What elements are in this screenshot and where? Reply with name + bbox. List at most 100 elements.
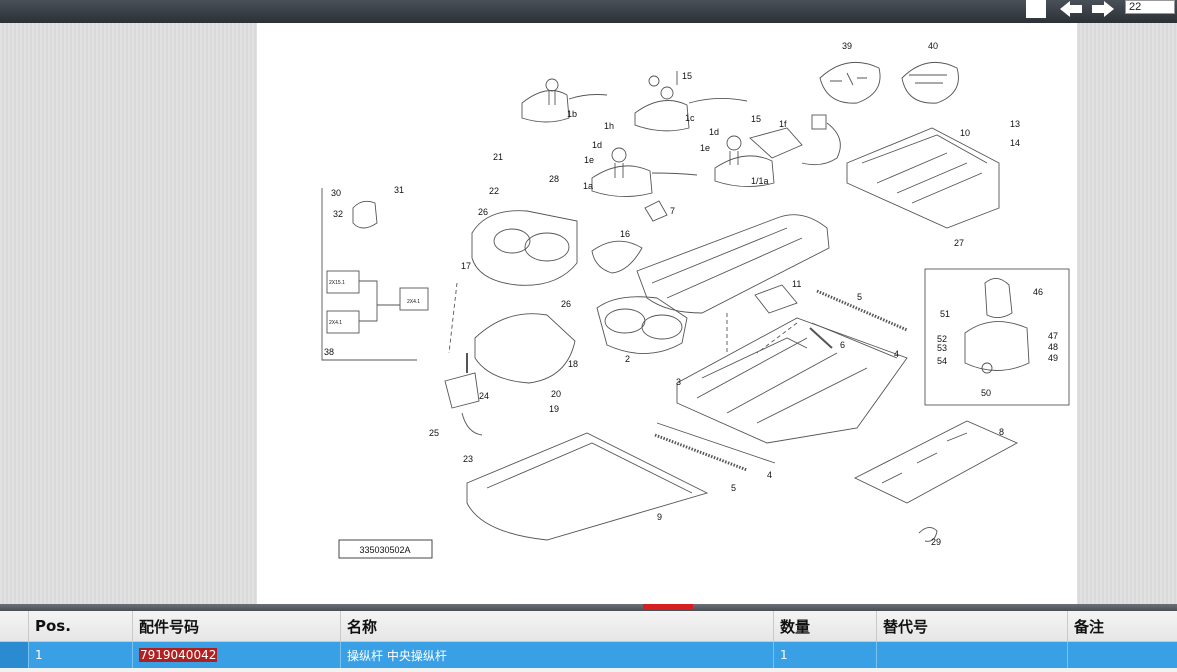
callout: 4 xyxy=(767,470,772,480)
callout: 48 xyxy=(1048,342,1058,352)
callout: 30 xyxy=(331,188,341,198)
column-header-remark[interactable]: 备注 xyxy=(1067,611,1177,641)
cell-part-number[interactable]: 7919040042 xyxy=(132,642,340,668)
callout: 10 xyxy=(960,128,970,138)
spring-5 xyxy=(816,289,908,332)
callout: 13 xyxy=(1010,119,1020,129)
column-header-pos[interactable]: Pos. xyxy=(28,611,132,641)
callout: 6 xyxy=(840,340,845,350)
callout: 11 xyxy=(792,279,801,289)
row-selector[interactable] xyxy=(0,642,28,668)
callout: 21 xyxy=(493,152,503,162)
arrow-left-icon[interactable] xyxy=(1058,0,1084,18)
page-number-input[interactable]: 22 xyxy=(1125,0,1175,14)
callout: 27 xyxy=(954,238,964,248)
block-2x15 xyxy=(326,270,360,294)
callout: 29 xyxy=(931,537,941,547)
callout: 25 xyxy=(429,428,439,438)
plate-11 xyxy=(754,284,798,314)
callout: 1b xyxy=(567,109,577,119)
cell-replacement[interactable] xyxy=(876,642,1067,668)
callout: 1a xyxy=(583,181,593,191)
connector-1f xyxy=(749,127,803,159)
cell-quantity[interactable]: 1 xyxy=(773,642,876,668)
decal-40 xyxy=(901,61,959,104)
joystick-1c xyxy=(634,100,690,132)
block-2x4 xyxy=(326,310,360,334)
row-selector-header xyxy=(0,611,28,641)
cover-18 xyxy=(474,313,576,384)
callout: 20 xyxy=(551,389,561,399)
callout: 4 xyxy=(894,349,899,359)
base-3 xyxy=(676,317,908,444)
callout: 19 xyxy=(549,404,559,414)
detail-box-46-54 xyxy=(924,268,1070,406)
callout: 1d xyxy=(592,140,602,150)
knob-7 xyxy=(644,200,668,222)
callout: 2X15.1 xyxy=(329,280,345,286)
callout: 53 xyxy=(937,343,947,353)
armrest-cushion xyxy=(636,214,830,314)
callout: 40 xyxy=(928,41,938,51)
callout: 51 xyxy=(940,309,950,319)
callout: 26 xyxy=(478,207,488,217)
callout: 23 xyxy=(463,454,473,464)
callout: 28 xyxy=(549,174,559,184)
column-header-part-number[interactable]: 配件号码 xyxy=(132,611,340,641)
callout: 1e xyxy=(584,155,594,165)
drawing-number: 335030502A xyxy=(359,545,410,555)
block-2x4-right xyxy=(399,287,429,311)
arrow-right-icon[interactable] xyxy=(1090,0,1116,18)
callout: 1f xyxy=(779,119,787,129)
part-number-highlight[interactable]: 7919040042 xyxy=(139,648,218,662)
page-icon[interactable] xyxy=(1026,0,1046,18)
callout: 32 xyxy=(333,209,343,219)
callout: 7 xyxy=(670,206,675,216)
callout: 5 xyxy=(857,292,862,302)
callout: 46 xyxy=(1033,287,1043,297)
callout: 15 xyxy=(682,71,692,81)
callout: 49 xyxy=(1048,353,1058,363)
pad-16 xyxy=(591,240,643,274)
table-header-row: Pos. 配件号码 名称 数量 替代号 备注 xyxy=(0,611,1177,642)
switch-24 xyxy=(444,372,480,409)
callout: 1c xyxy=(685,113,695,123)
callout: 22 xyxy=(489,186,499,196)
clip-29 xyxy=(918,527,938,542)
connector-32 xyxy=(352,200,378,229)
parts-diagram[interactable]: 39 40 1b 15 1h 1c 15 1f 10 13 14 1d 1e 1… xyxy=(257,23,1077,606)
cell-pos[interactable]: 1 xyxy=(28,642,132,668)
callout: 2X4.1 xyxy=(407,299,420,305)
callout: 54 xyxy=(937,356,947,366)
callout: 15 xyxy=(751,114,761,124)
callout: 16 xyxy=(620,229,630,239)
joystick-1-1a xyxy=(714,155,775,187)
joystick-1b xyxy=(521,90,570,123)
callout: 1d xyxy=(709,127,719,137)
table-row[interactable]: 1 7919040042 操纵杆 中央操纵杆 1 xyxy=(0,642,1177,668)
callout: 18 xyxy=(568,359,578,369)
decal-39 xyxy=(819,61,881,104)
tray-10 xyxy=(846,127,1000,229)
joystick-1a xyxy=(591,165,653,197)
callout: 50 xyxy=(981,388,991,398)
column-header-name[interactable]: 名称 xyxy=(340,611,773,641)
column-header-replacement[interactable]: 替代号 xyxy=(876,611,1067,641)
tray-9 xyxy=(466,432,709,541)
armrest-front-2 xyxy=(596,296,688,354)
top-toolbar: 22 xyxy=(0,0,1177,23)
column-header-quantity[interactable]: 数量 xyxy=(773,611,876,641)
cell-remark[interactable] xyxy=(1067,642,1177,668)
splitter-grip[interactable] xyxy=(643,604,693,609)
callout: 3 xyxy=(676,377,681,387)
cell-name[interactable]: 操纵杆 中央操纵杆 xyxy=(340,642,773,668)
callout: 47 xyxy=(1048,331,1058,341)
callout: 26 xyxy=(561,299,571,309)
callout: 5 xyxy=(731,483,736,493)
callout: 8 xyxy=(999,427,1004,437)
panel-splitter[interactable] xyxy=(0,604,1177,611)
callout: 24 xyxy=(479,391,489,401)
callout: 17 xyxy=(461,261,471,271)
spring-5-lower xyxy=(654,433,748,472)
bracket-8 xyxy=(853,420,1019,504)
